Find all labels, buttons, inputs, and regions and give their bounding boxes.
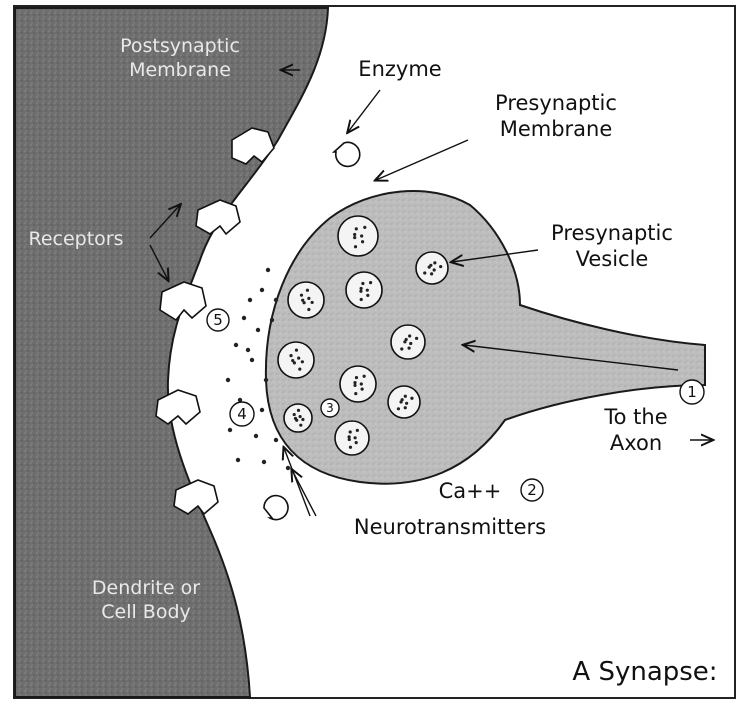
neurotransmitter-dot	[274, 298, 278, 302]
neurotransmitter-dot	[264, 378, 268, 382]
vesicle	[278, 342, 314, 378]
vesicle	[388, 386, 420, 418]
vesicle	[346, 272, 382, 308]
vesicle	[284, 404, 312, 432]
neurotransmitter-dot	[260, 408, 264, 412]
neurotransmitter-dot	[234, 343, 238, 347]
dendrite-label-line1: Dendrite or	[92, 577, 200, 599]
presynaptic-vesicle-label-line2: Vesicle	[576, 247, 649, 271]
to-the-axon-label-line2: Axon	[610, 431, 662, 455]
neurotransmitter-dot	[262, 460, 266, 464]
neurotransmitters-label: Neurotransmitters	[354, 515, 546, 539]
vesicle	[288, 282, 324, 318]
vesicle	[416, 252, 448, 284]
dendrite-label-line2: Cell Body	[101, 601, 191, 623]
neurotransmitter-dot	[242, 316, 246, 320]
neurotransmitter-dot	[226, 378, 230, 382]
neurotransmitter-dot	[260, 288, 264, 292]
neurotransmitter-dot	[228, 428, 232, 432]
step-4-number: 4	[237, 405, 247, 423]
postsynaptic-membrane-label-line2: Membrane	[129, 59, 231, 81]
step-5-number: 5	[213, 311, 223, 329]
presynaptic-vesicle-label-line1: Presynaptic	[551, 221, 673, 245]
step-2-number: 2	[527, 481, 537, 499]
neurotransmitter-dot	[286, 466, 290, 470]
to-the-axon-label-line1: To the	[603, 405, 667, 429]
postsynaptic-membrane-label-line1: Postsynaptic	[120, 35, 240, 57]
neurotransmitter-dot	[246, 348, 250, 352]
calcium-label: Ca++	[439, 479, 502, 503]
enzyme-label: Enzyme	[358, 57, 441, 81]
neurotransmitter-dot	[274, 438, 278, 442]
vesicle	[338, 216, 378, 256]
neurotransmitter-dot	[254, 434, 258, 438]
vesicle	[391, 325, 425, 359]
neurotransmitter-dot	[250, 358, 254, 362]
neurotransmitter-dot	[266, 268, 270, 272]
step-1-number: 1	[687, 383, 697, 401]
receptors-label: Receptors	[28, 228, 123, 250]
neurotransmitter-dot	[256, 328, 260, 332]
presynaptic-membrane-label-line2: Membrane	[500, 117, 613, 141]
presynaptic-membrane-label-line1: Presynaptic	[495, 91, 617, 115]
neurotransmitter-dot	[270, 318, 274, 322]
diagram-title: A Synapse:	[572, 657, 717, 687]
neurotransmitter-dot	[236, 458, 240, 462]
neurotransmitter-dot	[248, 298, 252, 302]
vesicle	[335, 421, 369, 455]
vesicle	[340, 366, 376, 402]
step-3-number: 3	[326, 401, 334, 415]
